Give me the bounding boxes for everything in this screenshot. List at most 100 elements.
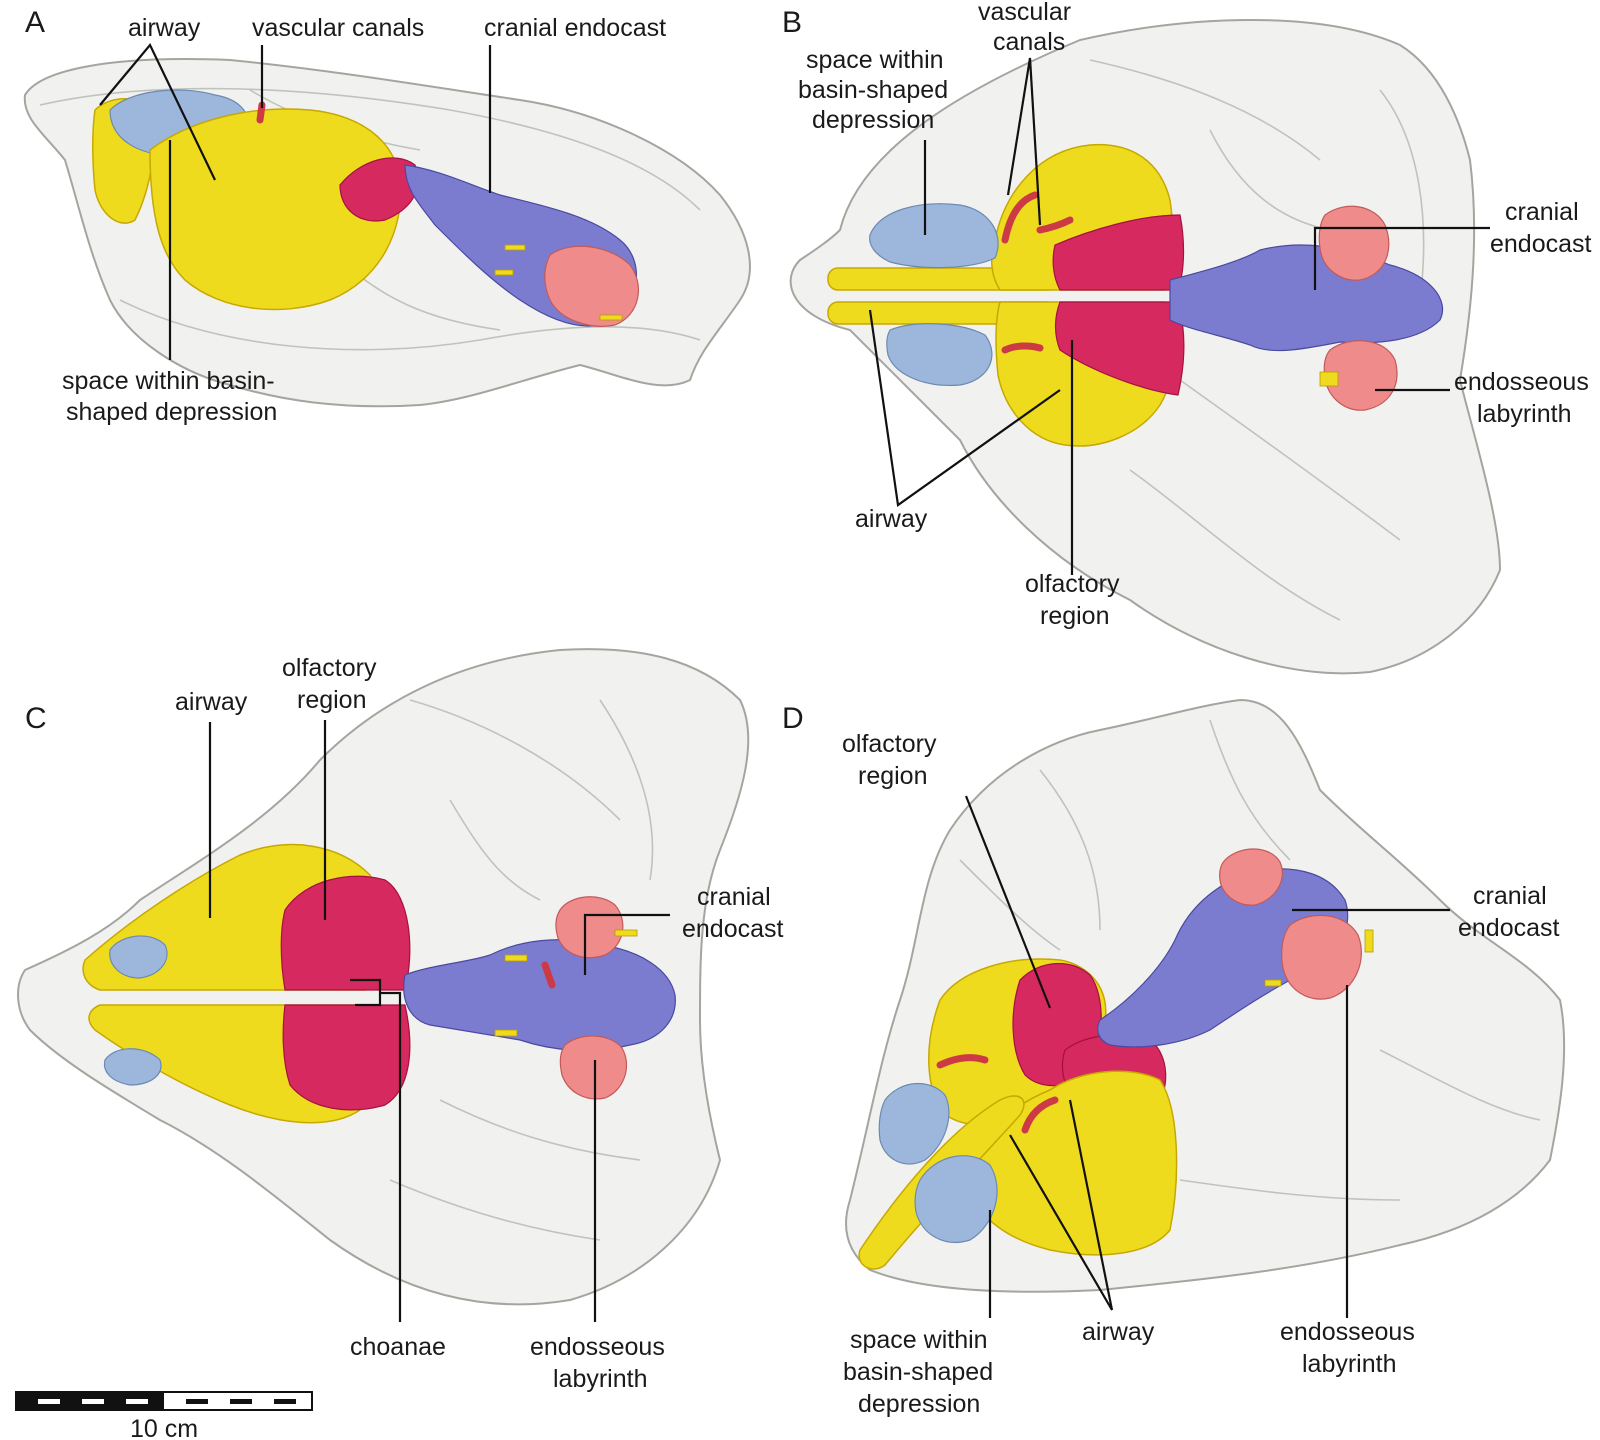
panel-c-skull-contour <box>599 699 654 881</box>
panel-d-label-labyrinth-line2: labyrinth <box>1302 1350 1397 1378</box>
panel-a-label-airway: airway <box>128 14 201 42</box>
scale-bar-tick <box>230 1399 252 1404</box>
panel-b-skull-contour <box>1379 89 1425 301</box>
panel-b-label-labyrinth-line1: endosseous <box>1454 368 1589 396</box>
panel-d-label-olfactory-line1: olfactory <box>842 730 937 758</box>
panel-b-labyrinth-lower <box>1323 340 1398 411</box>
panel-c-label-labyrinth-line1: endosseous <box>530 1333 665 1361</box>
scale-bar-tick <box>126 1399 148 1404</box>
panel-a-label-basin-line1: space within basin- <box>62 367 275 395</box>
scale-bar-label: 10 cm <box>130 1415 198 1440</box>
panel-a-label-cranial-endocast: cranial endocast <box>484 14 666 42</box>
panel-c-label-labyrinth-line2: labyrinth <box>553 1365 648 1393</box>
panel-c-skull-contour <box>409 699 621 821</box>
panel-c-endocast <box>403 939 676 1052</box>
panel-c-basin-lower <box>103 1048 162 1086</box>
panel-d-skull-contour <box>1379 1049 1541 1121</box>
panel-a-airway <box>149 108 402 311</box>
panel-b-skull-contour <box>1179 379 1401 541</box>
panel-d-leader-olfactory <box>964 795 1052 1009</box>
panel-c-basin-upper <box>109 935 168 979</box>
panel-d: D olfactory region cranial endocast spac… <box>782 698 1566 1418</box>
panel-c-label-airway: airway <box>175 688 248 716</box>
panel-a: A airway vascular canals cranial endocas… <box>23 6 751 426</box>
panel-d-label-olfactory-line2: region <box>858 762 928 790</box>
scale-bar-tick <box>82 1399 104 1404</box>
panel-c-labyrinth-upper <box>555 896 624 959</box>
scale-bar: 10 cm <box>15 1391 313 1440</box>
panel-d-label-basin-line1: space within <box>850 1326 988 1354</box>
panel-d-basin-back <box>878 1082 950 1165</box>
panel-c-label-cranial-line1: cranial <box>697 883 771 911</box>
panel-b-skull-contour <box>1129 469 1341 621</box>
panel-d-labyrinth-lower <box>1281 914 1362 1000</box>
panel-c-leader-cranial <box>583 913 670 975</box>
panel-b-leader-vascular <box>1006 57 1042 226</box>
panel-c-vascular-canal <box>541 961 556 989</box>
panel-b-label-olfactory-line2: region <box>1040 602 1110 630</box>
panel-d-skull-contour <box>1039 769 1101 931</box>
panel-b-basin-lower <box>886 323 993 387</box>
panel-c-nerve <box>504 954 528 962</box>
panel-d-vascular-canal <box>936 1054 989 1069</box>
panel-a-label-basin-line2: shaped depression <box>66 398 277 426</box>
panel-d-skull-contour <box>1209 719 1291 861</box>
panel-d-vascular-canal <box>1021 1096 1059 1134</box>
panel-d-skull-contour <box>959 859 1061 951</box>
panel-c-leader-choanae <box>350 978 402 1322</box>
panel-b-letter: B <box>782 6 802 39</box>
panel-c-nerve <box>494 1029 518 1037</box>
panel-c-label-cranial-line2: endocast <box>682 915 784 943</box>
panel-b-olfactory-upper <box>1052 214 1185 291</box>
panel-d-label-cranial-line1: cranial <box>1473 882 1547 910</box>
panel-c-nerve <box>614 929 638 937</box>
panel-a-label-vascular-canals: vascular canals <box>252 14 424 42</box>
panel-b-olfactory-lower <box>1054 301 1185 396</box>
scale-bar-tick <box>274 1399 296 1404</box>
panel-b-label-basin-line3: depression <box>812 106 934 134</box>
panel-b: B vascular canals space within basin-sha… <box>782 0 1592 675</box>
panel-a-skull-contour <box>39 87 701 211</box>
panel-a-nerve <box>504 244 526 251</box>
scale-bar-tick <box>38 1399 60 1404</box>
panel-b-skull-contour <box>1209 129 1331 231</box>
panel-d-skull-contour <box>1179 1179 1401 1201</box>
panel-b-skull-contour <box>1089 59 1321 161</box>
panel-d-letter: D <box>782 702 804 735</box>
panel-c-olfactory-lower <box>282 1004 411 1111</box>
panel-a-leader-airway <box>99 42 216 181</box>
panel-b-label-vascular-line1: vascular <box>978 0 1071 26</box>
panel-a-letter: A <box>25 6 45 39</box>
panel-d-nerve <box>1264 979 1282 987</box>
panel-d-label-basin-line3: depression <box>858 1390 980 1418</box>
panel-d-label-airway: airway <box>1082 1318 1155 1346</box>
panel-d-label-labyrinth-line1: endosseous <box>1280 1318 1415 1346</box>
panel-b-basin-upper <box>869 203 999 269</box>
panel-b-label-vascular-line2: canals <box>993 28 1065 56</box>
panel-a-skull-contour <box>119 299 701 351</box>
panel-a-nerve <box>494 269 514 276</box>
panel-d-leader-airway <box>1009 1099 1114 1311</box>
panel-b-vascular-canal <box>1001 342 1044 354</box>
panel-c-label-choanae: choanae <box>350 1333 446 1361</box>
panel-b-nerve <box>1319 371 1339 387</box>
panel-d-labyrinth-upper <box>1219 848 1283 906</box>
panel-c-skull-contour <box>449 799 541 901</box>
panel-c-label-olfactory-line2: region <box>297 686 367 714</box>
panel-b-label-airway: airway <box>855 505 928 533</box>
panel-d-label-basin-line2: basin-shaped <box>843 1358 993 1386</box>
panel-a-labyrinth <box>544 245 639 327</box>
panel-a-nerve <box>599 314 623 321</box>
panel-c-letter: C <box>25 702 47 735</box>
panel-c-labyrinth-lower <box>559 1035 628 1100</box>
panel-b-leader-cranial <box>1313 226 1490 290</box>
scale-bar-tick <box>186 1399 208 1404</box>
panel-b-label-labyrinth-line2: labyrinth <box>1477 400 1572 428</box>
panel-c-label-olfactory-line1: olfactory <box>282 654 377 682</box>
panel-c-skull-contour <box>389 1179 601 1241</box>
panel-d-basin-front <box>914 1155 998 1243</box>
panel-b-labyrinth-upper <box>1318 205 1390 281</box>
panel-c-skull-contour <box>439 1099 641 1161</box>
panel-b-label-cranial-line2: endocast <box>1490 230 1592 258</box>
